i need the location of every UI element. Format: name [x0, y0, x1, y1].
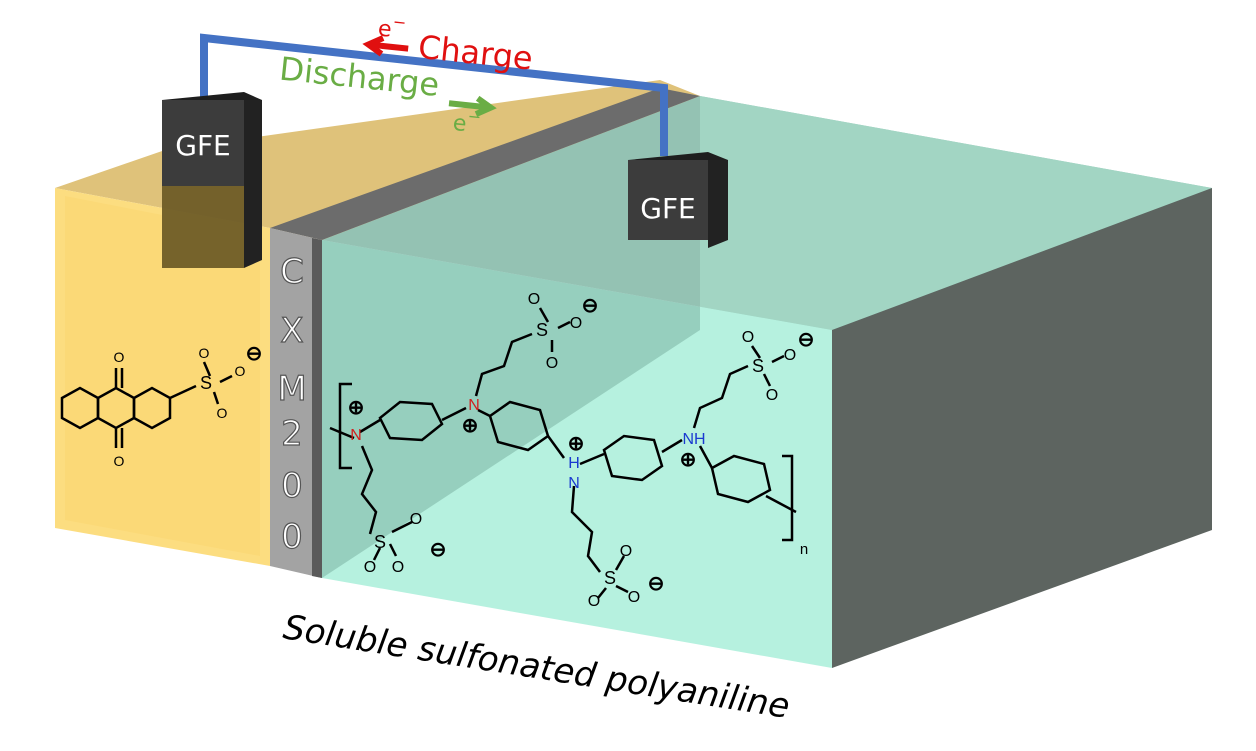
sulfonate-oxygen: O	[588, 593, 600, 610]
aq-oxygen: O	[235, 363, 246, 379]
sulfonate-oxygen: O	[546, 355, 558, 372]
sulfonate-oxygen: O	[410, 511, 422, 528]
left-electrode: GFE	[162, 92, 262, 268]
positive-charge: ⊕	[680, 449, 697, 471]
sulfonate-sulfur: S	[604, 568, 616, 588]
catholyte-front	[322, 240, 832, 668]
aq-sulfur: S	[200, 373, 212, 393]
positive-charge: ⊕	[462, 415, 479, 437]
sulfonate-oxygen: O	[392, 559, 404, 576]
membrane-edge	[312, 238, 322, 578]
negative-charge: ⊖	[582, 295, 599, 317]
positive-charge: ⊕	[348, 397, 365, 419]
positive-charge: ⊕	[568, 433, 585, 455]
imine-nitrogen: N	[350, 427, 362, 444]
sulfonate-oxygen: O	[570, 315, 582, 332]
membrane-letter: 0	[281, 517, 303, 557]
sulfonate-oxygen: O	[784, 347, 796, 364]
negative-charge: ⊖	[430, 539, 447, 561]
membrane-letter: 2	[281, 414, 303, 454]
external-wire	[200, 33, 668, 156]
membrane-letter: M	[277, 369, 306, 409]
membrane-letter: C	[280, 252, 304, 292]
sulfonate-sulfur: S	[374, 532, 386, 552]
left-electrode-label: GFE	[175, 129, 231, 162]
catholyte-side-wall	[832, 188, 1212, 668]
aq-oxygen: O	[217, 405, 228, 421]
aq-oxygen: O	[114, 453, 125, 469]
right-electrode-label: GFE	[640, 192, 696, 225]
anolyte-front-inner	[65, 196, 260, 556]
aq-oxygen: O	[114, 349, 125, 365]
sulfonate-oxygen: O	[364, 559, 376, 576]
sulfonate-oxygen: O	[628, 589, 640, 606]
aq-charge: ⊖	[246, 343, 263, 365]
discharge-arrow	[448, 95, 497, 117]
membrane-front	[270, 228, 322, 578]
charge-arrow	[362, 35, 409, 57]
sulfonate-sulfur: S	[536, 320, 548, 340]
catholyte-top	[322, 96, 1212, 330]
anthraquinone-sulfonate	[60, 361, 233, 448]
discharge-electron: e	[452, 111, 468, 137]
imine-nitrogen: N	[468, 397, 480, 414]
negative-charge: ⊖	[798, 329, 815, 351]
right-electrode: GFE	[628, 152, 728, 248]
negative-charge: ⊖	[648, 573, 665, 595]
sulfonate-oxygen: O	[766, 387, 778, 404]
sulfonate-oxygen: O	[528, 291, 540, 308]
amine-nitrogen: N	[568, 475, 580, 492]
amine-nitrogen: NH	[682, 431, 705, 448]
sulfonate-oxygen: O	[620, 543, 632, 560]
polyaniline-structure	[329, 307, 797, 599]
sulfonate-sulfur: S	[752, 356, 764, 376]
charge-electron-sup: −	[392, 12, 407, 32]
membrane-top	[270, 88, 700, 240]
aq-oxygen: O	[199, 345, 210, 361]
amine-hydrogen: H	[568, 455, 580, 472]
catholyte-front-shade	[322, 96, 700, 578]
pani-subscript: n	[800, 541, 808, 558]
sulfonate-oxygen: O	[742, 329, 754, 346]
discharge-electron-sup: −	[467, 106, 482, 126]
membrane-letter: X	[280, 311, 303, 351]
membrane-letter: 0	[281, 466, 303, 506]
